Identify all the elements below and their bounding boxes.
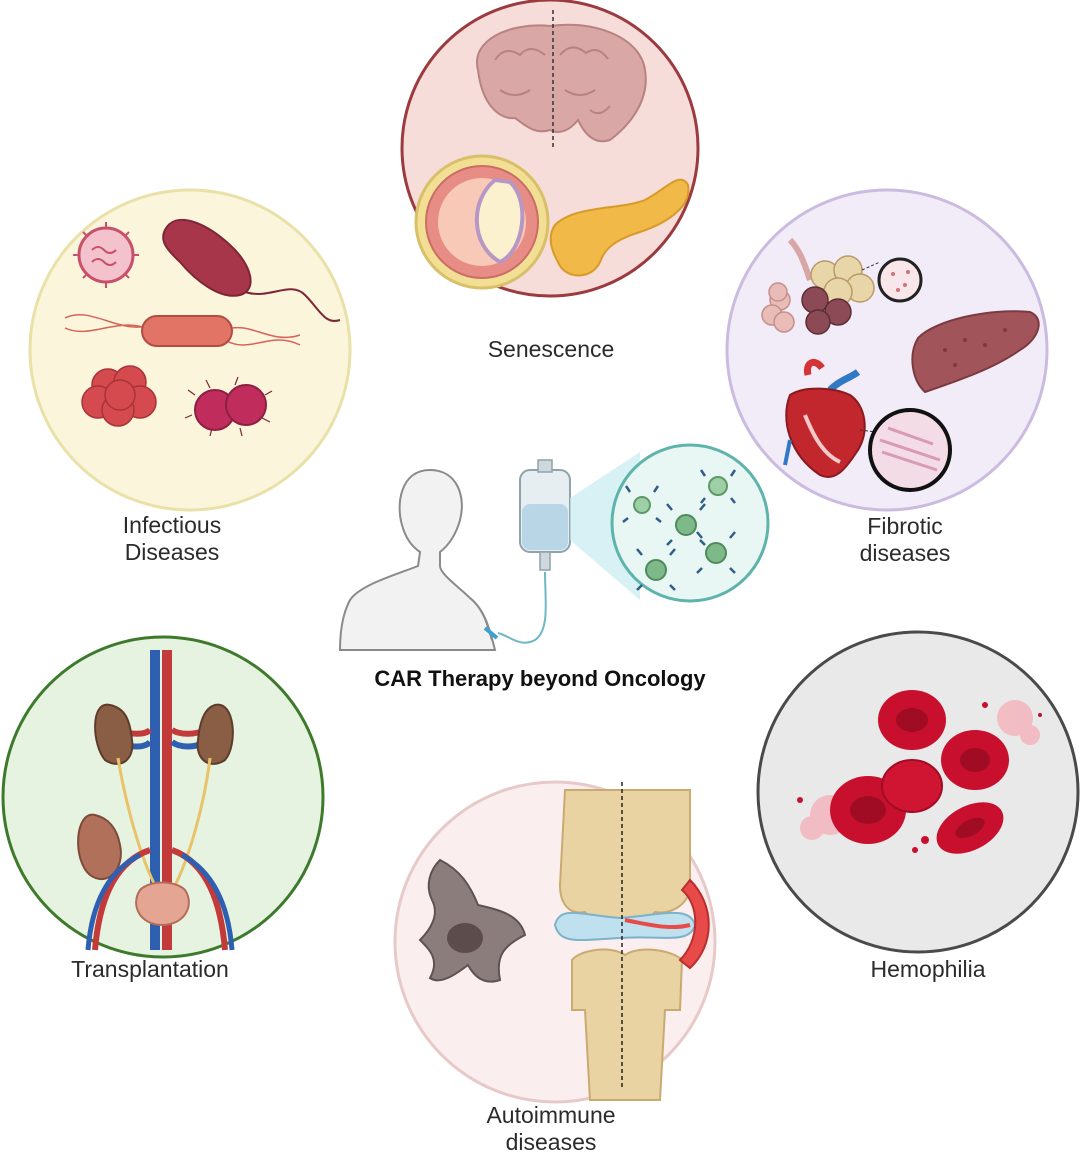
lung-alveoli-icon — [761, 237, 923, 335]
bacterium-icon — [162, 219, 341, 322]
brain-icon — [475, 10, 647, 150]
artery-icon — [414, 154, 550, 290]
autoimmune-label-line2: diseases — [506, 1129, 597, 1152]
car-receptor-icon — [622, 469, 737, 591]
iv-bag-icon — [483, 459, 571, 644]
infectious-label-line1: Infectious — [123, 512, 221, 538]
autoimmune-panel: Autoimmune diseases — [393, 780, 717, 1152]
heart-icon — [783, 358, 952, 492]
autoimmune-label-line1: Autoimmune — [486, 1102, 615, 1128]
red-blood-cells-icon — [797, 690, 1042, 854]
pancreas-icon — [549, 178, 690, 277]
kidneys-vessels-icon — [77, 650, 235, 951]
diplococcus-icon — [184, 376, 273, 437]
diagram-title: CAR Therapy beyond Oncology — [374, 666, 706, 691]
fibrotic-panel: Fibrotic diseases — [725, 188, 1049, 566]
immune-cell-icon — [418, 858, 527, 983]
liver-icon — [911, 310, 1040, 394]
rod-bacterium-icon — [64, 313, 301, 347]
fibrotic-label-line1: Fibrotic — [867, 513, 942, 539]
cocci-cluster-icon — [81, 365, 157, 427]
hemophilia-panel: Hemophilia — [756, 630, 1080, 982]
patient-infusion-group: CAR Therapy beyond Oncology — [338, 443, 770, 691]
infectious-panel: Infectious Diseases — [28, 188, 352, 565]
car-t-cell-icon — [633, 476, 728, 581]
transplantation-panel: Transplantation — [1, 635, 325, 982]
transplantation-label: Transplantation — [71, 956, 229, 982]
senescence-panel: Senescence — [400, 0, 700, 362]
car-t-cells-panel — [610, 443, 770, 603]
knee-joint-icon — [553, 782, 710, 1101]
infectious-label-line2: Diseases — [125, 539, 220, 565]
senescence-label: Senescence — [488, 336, 615, 362]
patient-icon — [338, 468, 497, 651]
fibrotic-label-line2: diseases — [860, 540, 951, 566]
virus-icon — [73, 222, 139, 288]
hemophilia-label: Hemophilia — [870, 956, 985, 982]
